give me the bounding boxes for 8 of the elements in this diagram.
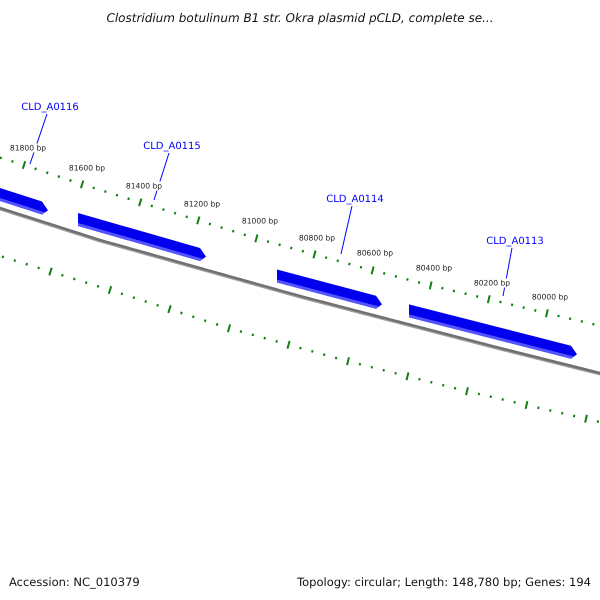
title: Clostridium botulinum B1 str. Okra plasmid pCLD, complete se... (105, 11, 495, 25)
genome-info-text: Topology: circular; Length: 148,780 bp; Genes: 194 (297, 575, 591, 589)
accession-text: Accession: NC_010379 (9, 575, 140, 589)
leader-line (340, 206, 352, 254)
gene-label: CLD_A0116 (21, 102, 79, 114)
gene-label: CLD_A0114 (326, 194, 384, 206)
gene-label: CLD_A0115 (143, 141, 201, 153)
gene-label: CLD_A0113 (486, 236, 544, 248)
